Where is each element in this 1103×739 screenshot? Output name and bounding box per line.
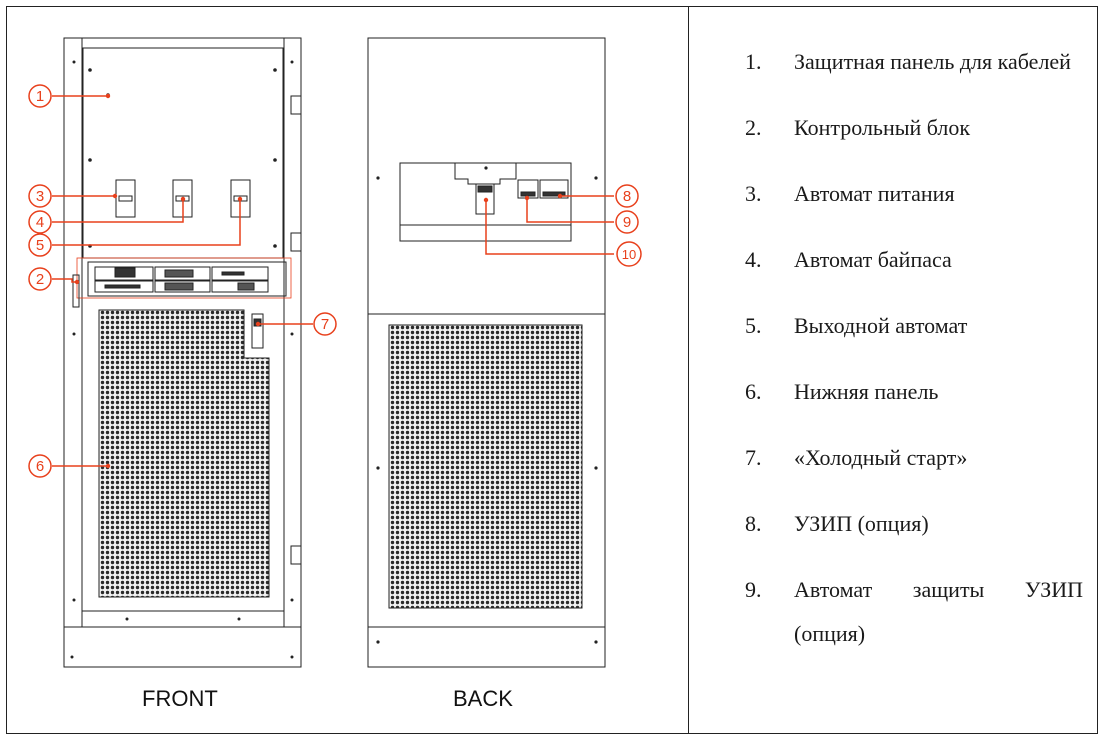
input-breaker [115,179,136,218]
callout-lines [52,95,614,467]
legend-text: Автомат питания [794,181,955,206]
svg-text:3: 3 [36,188,44,205]
front-view [63,37,302,668]
legend-item-1: 1. Защитная панель для кабелей [745,40,1083,84]
surge-protector [539,179,569,199]
callout-7: 7 [313,312,337,336]
legend-list: 1. Защитная панель для кабелей 2. Контро… [745,40,1083,678]
legend-num: 2. [745,115,762,140]
legend-item-5: 5. Выходной автомат [745,304,1083,348]
legend-text: Выходной автомат [794,313,968,338]
callout-badges: 1 3 4 5 2 6 7 8 [28,84,642,478]
back-caption: BACK [453,686,513,711]
callout-4: 4 [28,210,52,234]
outer-frame [6,6,1098,734]
callout-2: 2 [28,267,52,291]
legend-text: «Холодный старт» [794,445,968,470]
callout-dots [74,93,563,469]
svg-text:2: 2 [36,271,44,288]
svg-text:8: 8 [623,188,631,205]
back-screws [376,166,598,644]
legend-item-4: 4. Автомат байпаса [745,238,1083,282]
legend-num: 9. [745,577,762,602]
legend-num: 4. [745,247,762,272]
front-lower-mesh-panel [98,309,270,598]
callout-1: 1 [28,84,52,108]
legend-item-3: 3. Автомат питания [745,172,1083,216]
legend-text: Контрольный блок [794,115,971,140]
cold-start-switch [251,313,264,349]
legend-text: Нижняя панель [794,379,939,404]
legend-num: 6. [745,379,762,404]
svg-text:1: 1 [36,88,44,105]
svg-text:4: 4 [36,214,44,231]
legend-num: 5. [745,313,762,338]
back-cabinet-outline [367,37,606,668]
control-block [87,261,287,297]
legend-item-7: 7. «Холодный старт» [745,436,1083,480]
legend-num: 7. [745,445,762,470]
svg-text:9: 9 [623,214,631,231]
callout-9: 9 [615,210,639,234]
legend-text: УЗИП (опция) [794,511,929,536]
svg-text:10: 10 [622,247,636,262]
legend-num: 1. [745,49,762,74]
legend-num: 3. [745,181,762,206]
svg-text:6: 6 [36,458,44,475]
legend-item-9: 9. Автомат защиты УЗИП (опция) [745,568,1083,656]
callout-8: 8 [615,184,639,208]
callout-5: 5 [28,233,52,257]
legend-text: Защитная панель для кабелей [794,49,1071,74]
callout-6: 6 [28,454,52,478]
svg-text:5: 5 [36,237,44,254]
front-cable-panel [82,47,284,259]
svg-text:7: 7 [321,316,329,333]
legend-text: Автомат защиты УЗИП (опция) [794,577,1083,646]
legend-item-8: 8. УЗИП (опция) [745,502,1083,546]
legend-item-2: 2. Контрольный блок [745,106,1083,150]
back-lower-mesh-panel [388,324,583,609]
legend-num: 8. [745,511,762,536]
callout-3: 3 [28,184,52,208]
ups-cabinet-drawing: 1 3 4 5 2 6 7 8 [28,37,642,668]
back-view [367,37,606,668]
legend-text: Автомат байпаса [794,247,952,272]
legend-item-6: 6. Нижняя панель [745,370,1083,414]
callout-10: 10 [616,241,642,267]
front-caption: FRONT [142,686,218,711]
column-divider [688,6,689,734]
front-screws [70,60,294,659]
